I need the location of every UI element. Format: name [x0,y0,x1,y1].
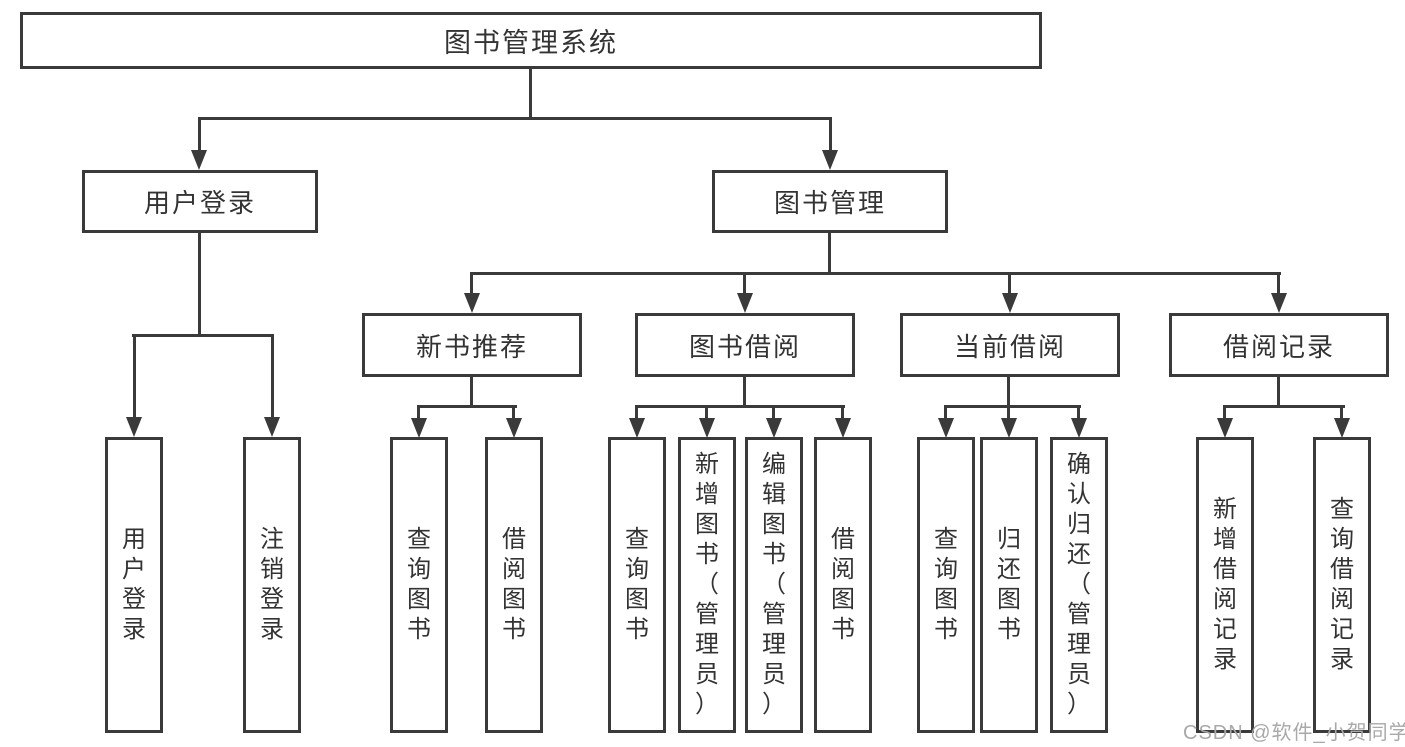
leaf-return-books: 归 还 图 书 [980,437,1038,733]
connector-vline [944,405,947,421]
node-label: 图书管理系统 [444,28,618,58]
node-borrowing-records: 借阅记录 [1169,313,1389,377]
leaf-borrow-books-recommend: 借 阅 图 书 [485,437,543,733]
node-label: 用户登录 [143,188,256,218]
connector-vline [1077,405,1080,421]
leaf-label: 编 辑 图 书 （ 管 理 员 ） [762,451,786,718]
leaf-borrow-books-borrowing: 借 阅 图 书 [814,437,872,733]
arrowhead-down-icon [1071,418,1087,438]
arrowhead-down-icon [1271,293,1287,313]
connector-vline [417,405,420,421]
node-label: 新书推荐 [415,331,528,362]
connector-vline [1007,405,1010,421]
node-new-book-recommend: 新书推荐 [362,313,582,377]
leaf-query-borrowing-record: 查 询 借 阅 记 录 [1313,437,1371,733]
connector-vline [635,405,638,421]
arrowhead-down-icon [699,418,715,438]
connector-vline [1277,377,1280,408]
connector-vline [470,272,473,296]
node-current-borrowing: 当前借阅 [900,313,1120,377]
arrowhead-down-icon [629,418,645,438]
connector-vline [271,334,274,420]
connector-vline [772,405,775,421]
node-book-borrowing: 图书借阅 [635,313,855,377]
leaf-label: 确 认 归 还 （ 管 理 员 ） [1067,451,1091,718]
connector-hline [1223,405,1345,408]
arrowhead-down-icon [822,150,838,170]
node-label: 当前借阅 [953,331,1066,362]
leaf-label: 查 询 图 书 [407,526,431,643]
connector-vline [1007,377,1010,408]
connector-hline [198,117,832,120]
leaf-edit-books-admin: 编 辑 图 书 （ 管 理 员 ） [745,437,803,733]
connector-hline [132,334,274,337]
leaf-query-books-recommend: 查 询 图 书 [390,437,448,733]
leaf-label: 用 户 登 录 [122,526,146,643]
connector-vline [512,405,515,421]
leaf-label: 查 询 图 书 [625,526,649,643]
node-label: 借阅记录 [1222,331,1335,362]
connector-vline [198,117,201,153]
leaf-label: 新 增 借 阅 记 录 [1213,496,1237,673]
arrowhead-down-icon [835,418,851,438]
connector-hline [417,405,517,408]
leaf-label: 查 询 图 书 [934,526,958,643]
leaf-label: 借 阅 图 书 [502,526,526,643]
arrowhead-down-icon [1217,418,1233,438]
arrowhead-down-icon [1334,418,1350,438]
node-book-management: 图书管理 [712,170,948,233]
leaf-label: 注 销 登 录 [260,526,284,643]
leaf-user-login: 用 户 登 录 [105,437,163,733]
connector-hline [470,272,1281,275]
connector-hline [635,405,845,408]
node-label: 图书管理 [773,188,886,218]
leaf-query-books-borrowing: 查 询 图 书 [608,437,666,733]
arrowhead-down-icon [506,418,522,438]
arrowhead-down-icon [464,293,480,313]
connector-vline [529,69,532,119]
arrowhead-down-icon [938,418,954,438]
connector-vline [1223,405,1226,421]
arrowhead-down-icon [766,418,782,438]
leaf-query-books-current: 查 询 图 书 [917,437,975,733]
leaf-add-borrowing-record: 新 增 借 阅 记 录 [1196,437,1254,733]
leaf-confirm-return-admin: 确 认 归 还 （ 管 理 员 ） [1050,437,1108,733]
leaf-label: 归 还 图 书 [997,526,1021,643]
leaf-label: 查 询 借 阅 记 录 [1330,496,1354,673]
arrowhead-down-icon [126,417,142,437]
arrowhead-down-icon [191,150,207,170]
connector-vline [828,233,831,275]
node-label: 图书借阅 [688,331,801,362]
connector-vline [743,377,746,408]
leaf-label: 借 阅 图 书 [831,526,855,643]
arrowhead-down-icon [1002,293,1018,313]
connector-vline [1277,272,1280,296]
leaf-logout: 注 销 登 录 [243,437,301,733]
leaf-label: 新 增 图 书 （ 管 理 员 ） [695,451,719,718]
connector-vline [133,334,136,420]
arrowhead-down-icon [1001,418,1017,438]
leaf-add-books-admin: 新 增 图 书 （ 管 理 员 ） [678,437,736,733]
connector-vline [1008,272,1011,296]
arrowhead-down-icon [737,293,753,313]
connector-vline [470,377,473,408]
connector-vline [1340,405,1343,421]
connector-vline [829,117,832,153]
watermark: CSDN @软件_小贺同学 [1183,722,1405,744]
arrowhead-down-icon [264,417,280,437]
connector-hline [944,405,1081,408]
arrowhead-down-icon [411,418,427,438]
node-book-management-system: 图书管理系统 [20,12,1042,69]
node-user-login: 用户登录 [82,170,318,233]
connector-vline [743,272,746,296]
connector-vline [841,405,844,421]
connector-vline [705,405,708,421]
connector-vline [198,233,201,337]
